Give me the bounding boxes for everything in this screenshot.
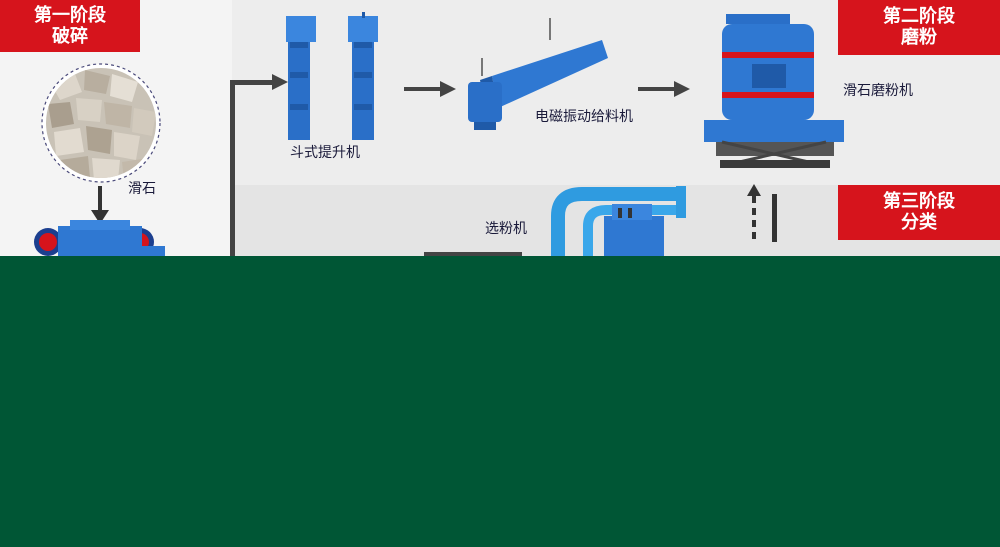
stage-two-title: 第二阶段 — [883, 6, 955, 27]
arrow-classifier-to-mill — [746, 184, 762, 240]
bucket-elevator-label: 斗式提升机 — [290, 145, 360, 161]
bottom-band — [0, 256, 1000, 547]
classifier-image — [548, 186, 688, 256]
stage-three-subtitle: 分类 — [901, 212, 937, 233]
arrow-elevator-to-feeder — [404, 80, 458, 98]
stage-one-badge: 第一阶段 破碎 — [0, 0, 140, 52]
arrow-crusher-to-elevator — [228, 72, 292, 262]
talc-label: 滑石 — [128, 181, 156, 197]
talc-rock-image — [40, 62, 162, 184]
bucket-elevator-image — [278, 12, 388, 140]
stage-one-subtitle: 破碎 — [52, 26, 88, 47]
arrow-mill-to-classifier — [772, 194, 778, 242]
stage-one-title: 第一阶段 — [34, 5, 106, 26]
mill-label: 滑石磨粉机 — [843, 83, 913, 99]
stage-three-badge: 第三阶段 分类 — [838, 185, 1000, 240]
connector-bar — [424, 252, 522, 256]
stage-two-badge: 第二阶段 磨粉 — [838, 0, 1000, 55]
arrow-feeder-to-mill — [638, 80, 692, 98]
stage-three-title: 第三阶段 — [883, 191, 955, 212]
vibrating-feeder-image — [462, 18, 612, 138]
stage-two-subtitle: 磨粉 — [901, 27, 937, 48]
grinding-mill-image — [700, 10, 848, 178]
feeder-label: 电磁振动给料机 — [535, 109, 633, 125]
classifier-label: 选粉机 — [485, 221, 527, 237]
arrow-rock-to-crusher — [90, 186, 110, 226]
jaw-crusher-image — [30, 216, 170, 256]
